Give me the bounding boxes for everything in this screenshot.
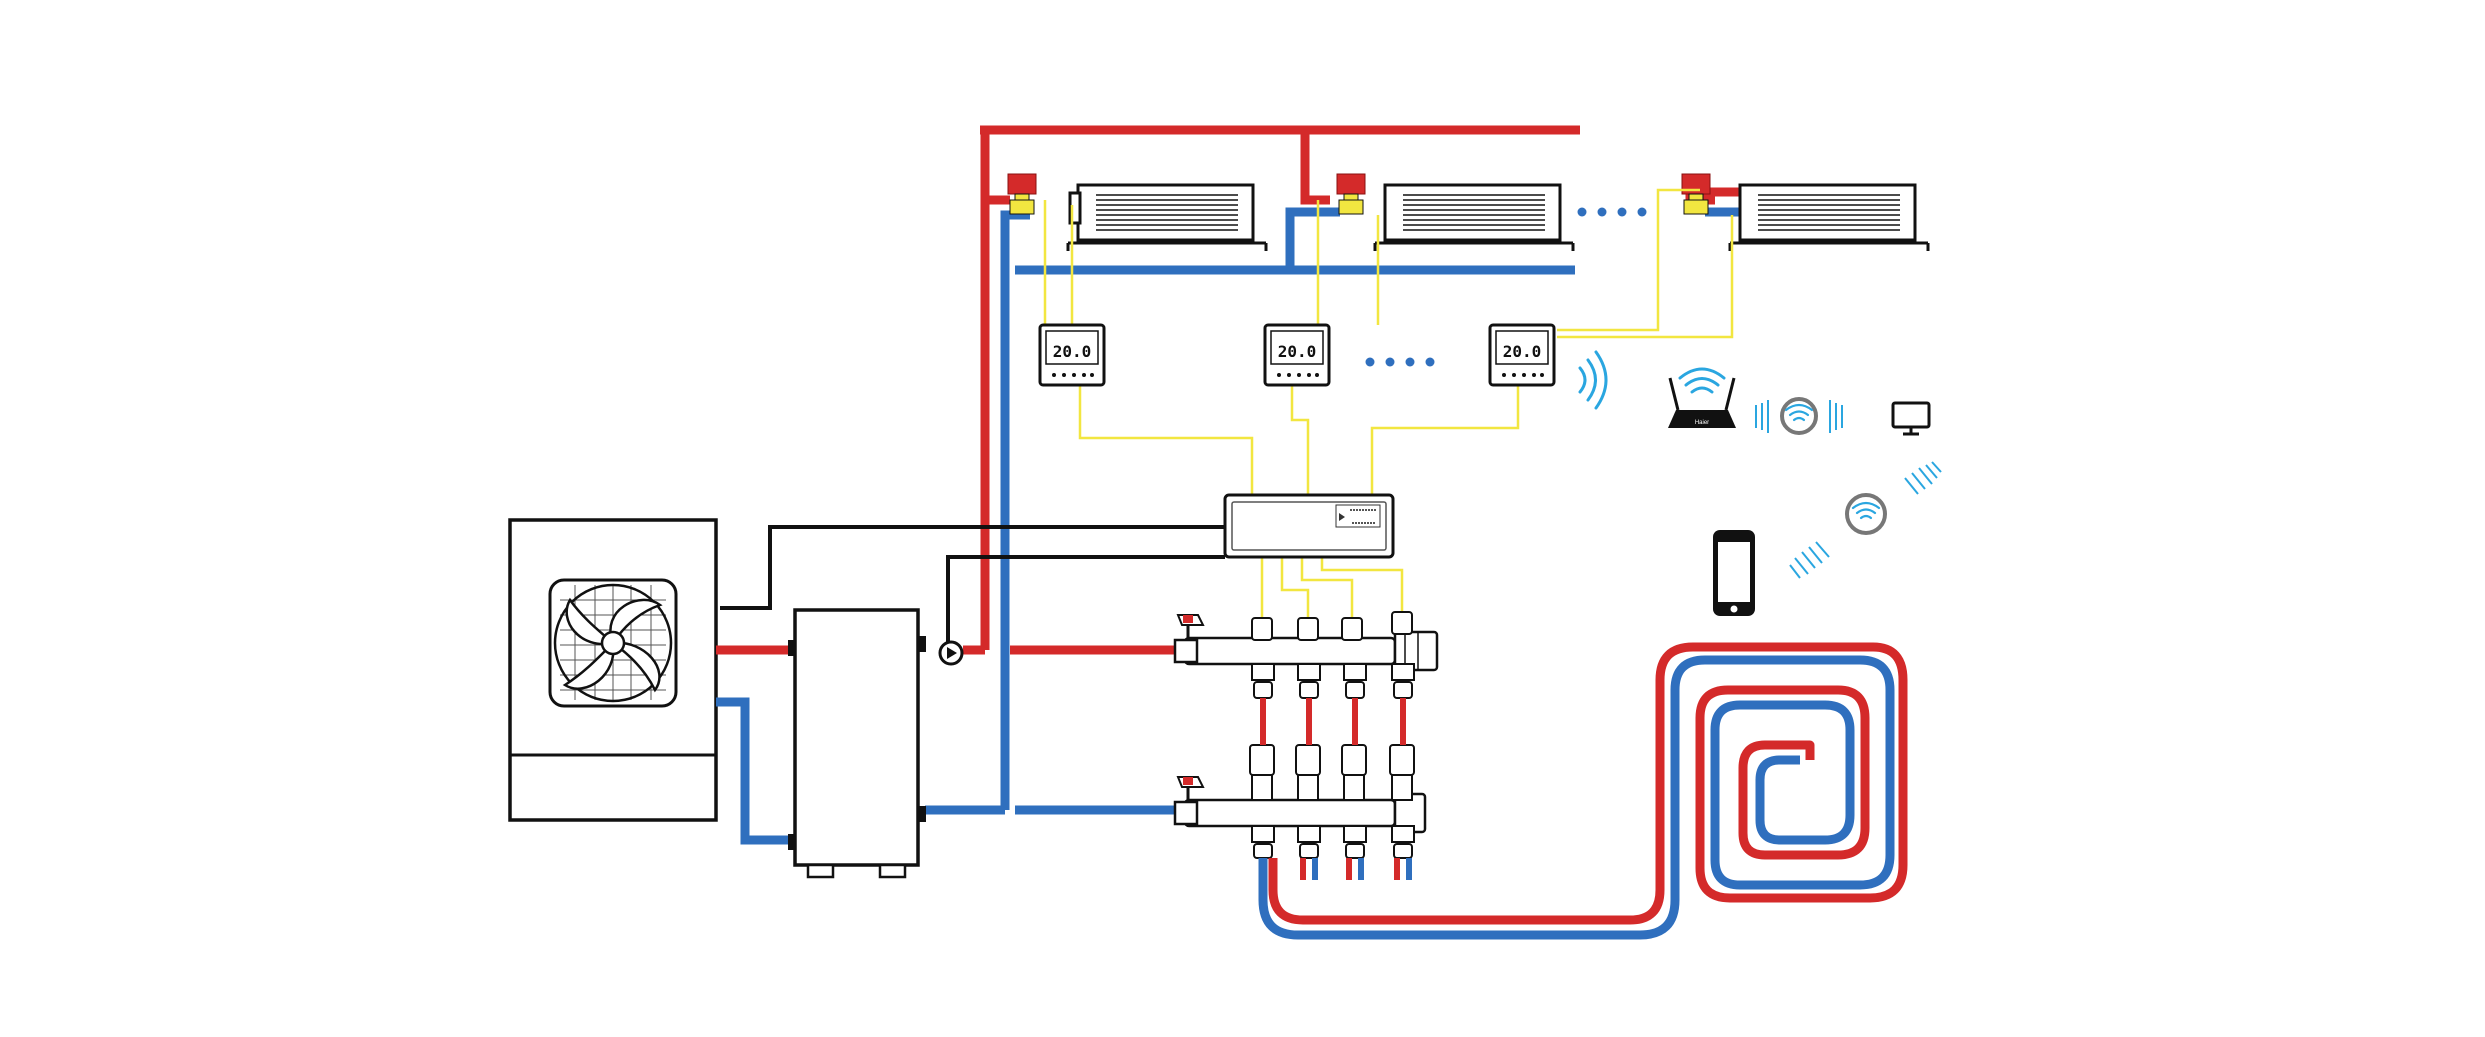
wifi-link-icon (1755, 397, 1843, 435)
zone-valve-actuator (1336, 173, 1366, 215)
wifi-link-icon (1789, 461, 1942, 579)
thermostat-display: 20.0 (1053, 342, 1092, 361)
fan-coil-unit (1066, 183, 1268, 251)
zone-valve-actuator (1007, 173, 1037, 215)
buffer-tank (788, 608, 926, 879)
thermostat-display: 20.0 (1503, 342, 1542, 361)
manifold-loop-pipes (1260, 698, 1412, 880)
fan-coil-unit (1728, 183, 1930, 251)
wifi-router: Haier (1668, 367, 1736, 428)
monitor-icon (1891, 401, 1931, 436)
wifi-signal-icon (1578, 350, 1608, 410)
circulation-pump-icon (938, 640, 964, 666)
wiring-center (1223, 493, 1395, 559)
heat-pump-return-pipe (716, 697, 795, 845)
floor-heating-loop (1258, 642, 1908, 940)
room-thermostat: 20.0 (1038, 323, 1106, 387)
room-thermostat: 20.0 (1263, 323, 1331, 387)
room-thermostat: 20.0 (1488, 323, 1556, 387)
thermostat-display: 20.0 (1278, 342, 1317, 361)
wifi-signal-icon (1678, 367, 1726, 394)
return-pipe-network (925, 207, 1740, 815)
fan-coil-unit (1373, 183, 1575, 251)
smartphone-icon (1713, 530, 1755, 616)
floor-heating-manifold (1173, 611, 1439, 859)
continuation-dots (1577, 207, 1647, 217)
signal-wiring (1043, 188, 1734, 620)
heat-pump-outdoor-unit (508, 518, 718, 822)
router-brand-label: Haier (1695, 420, 1709, 426)
power-cables (720, 525, 1225, 652)
zone-valve-actuator (1681, 173, 1711, 215)
continuation-dots (1365, 357, 1435, 367)
